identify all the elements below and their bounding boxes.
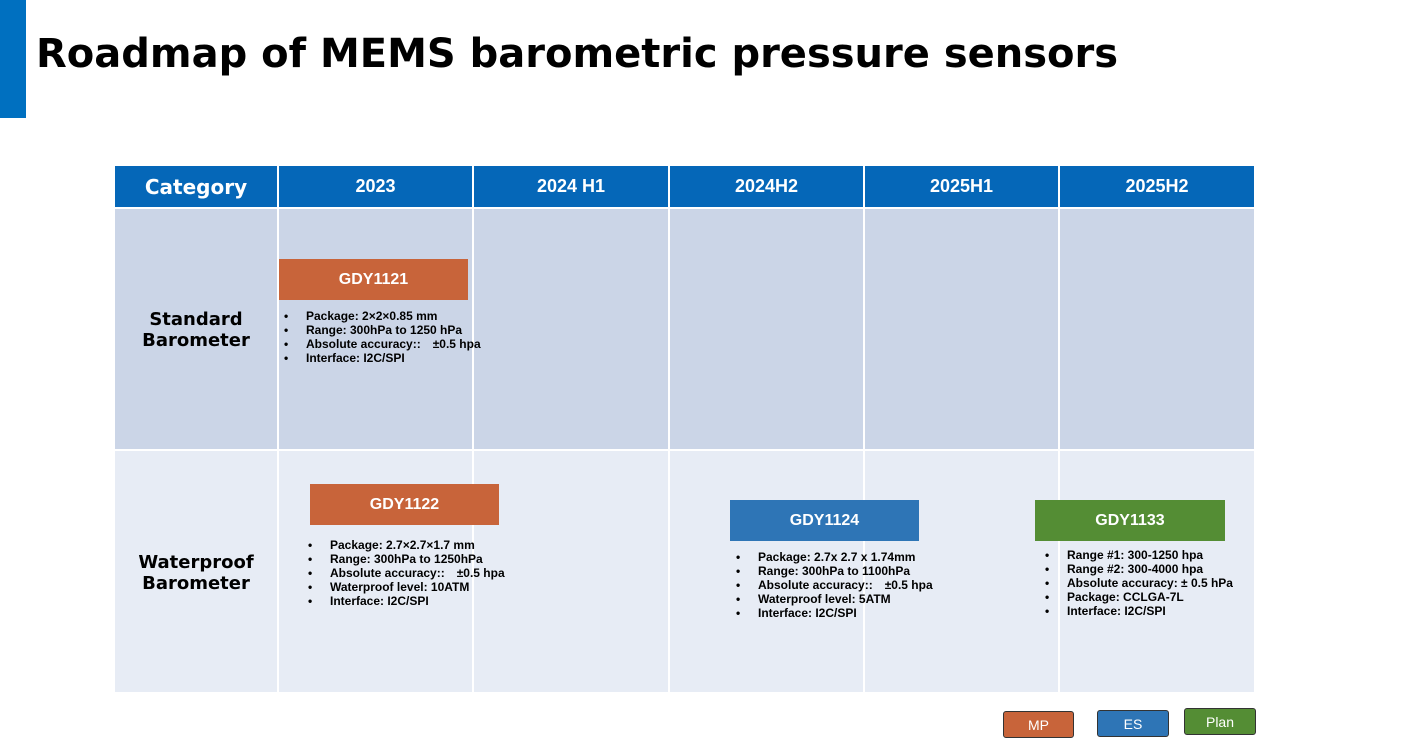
title-accent-bar [0,0,26,118]
roadmap-header-row: Category 2023 2024 H1 2024H2 2025H1 2025… [115,166,1254,207]
spec-item: Interface: I2C/SPI [308,594,505,608]
spec-item: Package: CCLGA-7L [1045,590,1233,604]
legend-plan: Plan [1184,708,1256,735]
product-gdy1122-specs: Package: 2.7×2.7×1.7 mm Range: 300hPa to… [308,538,505,608]
product-gdy1124: GDY1124 [730,500,919,541]
header-period-2025-h2: 2025H2 [1060,166,1254,207]
header-period-2025-h1: 2025H1 [865,166,1058,207]
spec-item: Range: 300hPa to 1100hPa [736,564,933,578]
spec-item: Interface: I2C/SPI [736,606,933,620]
product-gdy1133: GDY1133 [1035,500,1225,541]
spec-item: Interface: I2C/SPI [284,351,481,365]
page-title: Roadmap of MEMS barometric pressure sens… [36,31,1119,77]
spec-item: Package: 2×2×0.85 mm [284,309,481,323]
spec-item: Absolute accuracy:: ±0.5 hpa [736,578,933,592]
column-divider [863,209,865,692]
legend-mp: MP [1003,711,1074,738]
spec-item: Absolute accuracy:: ±0.5 hpa [308,566,505,580]
header-period-2024-h1: 2024 H1 [474,166,668,207]
spec-item: Interface: I2C/SPI [1045,604,1233,618]
column-divider [668,209,670,692]
product-gdy1133-specs: Range #1: 300-1250 hpa Range #2: 300-400… [1045,548,1233,618]
spec-item: Waterproof level: 5ATM [736,592,933,606]
header-category: Category [115,166,277,207]
spec-item: Package: 2.7x 2.7 x 1.74mm [736,550,933,564]
spec-item: Range: 300hPa to 1250 hPa [284,323,481,337]
spec-item: Absolute accuracy: ± 0.5 hPa [1045,576,1233,590]
spec-item: Absolute accuracy:: ±0.5 hpa [284,337,481,351]
product-gdy1124-specs: Package: 2.7x 2.7 x 1.74mm Range: 300hPa… [736,550,933,620]
spec-item: Waterproof level: 10ATM [308,580,505,594]
product-gdy1121-specs: Package: 2×2×0.85 mm Range: 300hPa to 12… [284,309,481,365]
legend-es: ES [1097,710,1169,737]
header-period-2024-h2: 2024H2 [670,166,863,207]
header-period-2023: 2023 [279,166,472,207]
spec-item: Range #1: 300-1250 hpa [1045,548,1233,562]
product-gdy1122: GDY1122 [310,484,499,525]
spec-item: Package: 2.7×2.7×1.7 mm [308,538,505,552]
column-divider [277,209,279,692]
column-divider [472,209,474,692]
column-divider [1058,209,1060,692]
spec-item: Range: 300hPa to 1250hPa [308,552,505,566]
spec-item: Range #2: 300-4000 hpa [1045,562,1233,576]
product-gdy1121: GDY1121 [279,259,468,300]
